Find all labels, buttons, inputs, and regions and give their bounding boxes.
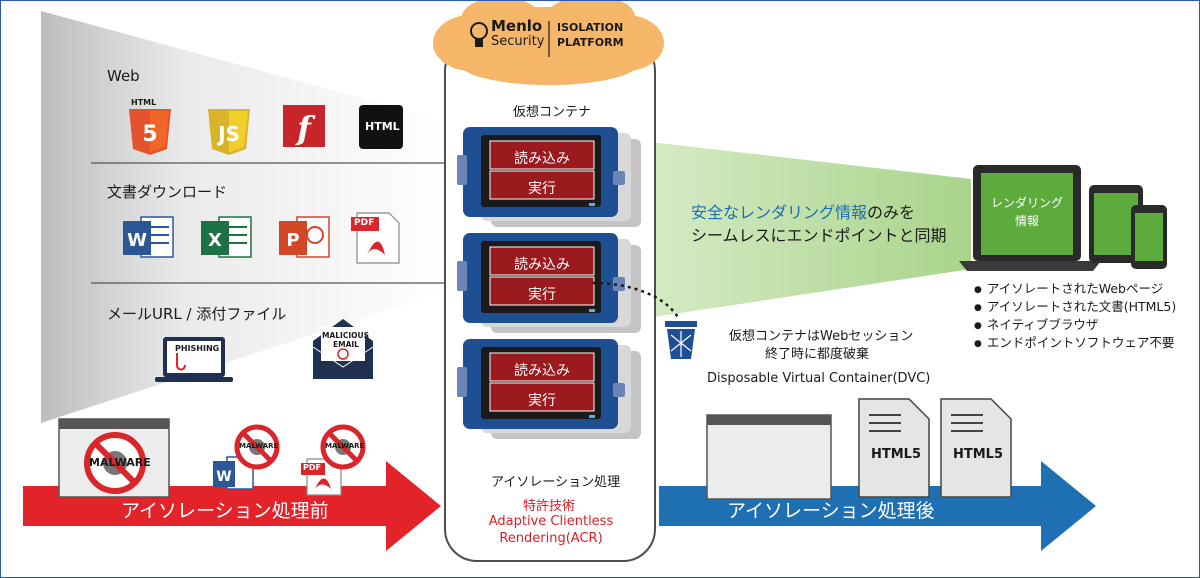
- bullet-4: エンドポイントソフトウェア不要: [974, 332, 1175, 351]
- before-arrow: [23, 461, 441, 551]
- render-rest: のみを: [867, 203, 916, 222]
- malware-text: MALWARE: [89, 456, 151, 469]
- malicious-email-icon: [312, 319, 374, 379]
- html5-document-1: [858, 398, 930, 498]
- malware-text-word: MALWARE: [239, 442, 279, 450]
- dispose-line1: 仮想コンテナはWebセッション: [729, 329, 914, 344]
- malicious-text-2: EMAIL: [333, 340, 359, 349]
- docs-label: 文書ダウンロード: [107, 183, 228, 201]
- phone-device: [1131, 205, 1167, 269]
- virtual-container-1: [456, 126, 642, 228]
- exec-label-2: 実行: [528, 287, 556, 303]
- malware-pdf-text: PDF: [303, 463, 321, 472]
- laptop-device: [959, 165, 1101, 271]
- render-line2: シームレスにエンドポイントと同期: [691, 226, 947, 245]
- html-icon: [359, 105, 403, 149]
- html5-doc-text-2: HTML5: [953, 447, 1004, 462]
- platform-line1: ISOLATION: [557, 21, 624, 34]
- read-label-3: 読み込み: [514, 363, 570, 379]
- svg-text:f: f: [295, 109, 316, 147]
- excel-icon: X: [201, 216, 252, 258]
- laptop-text-1: レンダリング: [990, 196, 1063, 210]
- svg-text:W: W: [216, 469, 231, 485]
- malware-browser-icon: [58, 418, 170, 498]
- svg-text:W: W: [127, 230, 147, 251]
- mail-label: メールURL / 添付ファイル: [107, 305, 287, 323]
- svg-text:P: P: [286, 230, 299, 251]
- exec-label-3: 実行: [528, 393, 556, 409]
- render-highlight: 安全なレンダリング情報: [691, 203, 868, 222]
- patent-label: 特許技術: [523, 499, 576, 514]
- html5-icon: 5: [129, 109, 171, 155]
- before-arrow-label: アイソレーション処理前: [121, 500, 329, 522]
- dvc-label: Disposable Virtual Container(DVC): [707, 371, 931, 386]
- platform-line2: PLATFORM: [557, 36, 624, 49]
- tablet-device: [1089, 185, 1143, 263]
- html5-document-2: [940, 398, 1012, 498]
- render-beam: [641, 141, 971, 319]
- exec-label-1: 実行: [528, 181, 556, 197]
- javascript-icon: JS: [208, 109, 250, 155]
- after-arrow-label: アイソレーション処理後: [727, 500, 935, 522]
- malware-word-icon: W: [213, 424, 280, 490]
- malware-text-pdf: MALWARE: [325, 442, 365, 450]
- menlo-cloud: [433, 1, 664, 85]
- phishing-laptop-icon: [155, 337, 233, 382]
- acr-line2: Rendering(ACR): [499, 531, 603, 546]
- dispose-line2: 終了時に都度破棄: [764, 347, 869, 362]
- svg-text:X: X: [208, 230, 222, 251]
- laptop-text-2: 情報: [1014, 214, 1039, 228]
- pdf-icon: [351, 212, 400, 264]
- flash-icon: f: [283, 105, 325, 147]
- isolation-label: アイソレーション処理: [491, 475, 621, 490]
- word-icon: W: [123, 216, 174, 258]
- powerpoint-icon: P: [279, 216, 330, 258]
- after-arrow: [659, 461, 1096, 551]
- html5-doc-text-1: HTML5: [871, 447, 922, 462]
- bullet-1: アイソレートされたWebページ: [974, 278, 1163, 297]
- phishing-text: PHISHING: [175, 344, 220, 353]
- html-icon-text: HTML: [365, 120, 400, 133]
- acr-line1: Adaptive Clientless: [488, 514, 614, 529]
- bullet-3: ネイティブブラウザ: [974, 314, 1099, 333]
- bullet-2: アイソレートされた文書(HTML5): [974, 296, 1176, 315]
- malware-pdf-icon: [301, 424, 366, 496]
- isolated-browser-icon: [706, 414, 832, 500]
- malicious-text-1: MALICIOUS: [322, 331, 369, 340]
- trash-icon: [665, 321, 697, 359]
- html5-icon-text: HTML: [131, 98, 157, 107]
- virtual-container-3: [456, 338, 642, 440]
- bulb-icon: [470, 22, 488, 47]
- web-label: Web: [107, 67, 140, 85]
- virtual-container-2: [456, 232, 642, 334]
- read-label-2: 読み込み: [514, 257, 570, 273]
- pdf-icon-text: PDF: [354, 218, 375, 228]
- brand-sub: Security: [491, 34, 545, 49]
- read-label-1: 読み込み: [514, 151, 570, 167]
- svg-text:5: 5: [142, 122, 157, 147]
- svg-text:JS: JS: [216, 122, 240, 146]
- container-title: 仮想コンテナ: [513, 105, 592, 120]
- render-line1: 安全なレンダリング情報のみを: [691, 199, 915, 223]
- brand-name: Menlo: [491, 17, 543, 35]
